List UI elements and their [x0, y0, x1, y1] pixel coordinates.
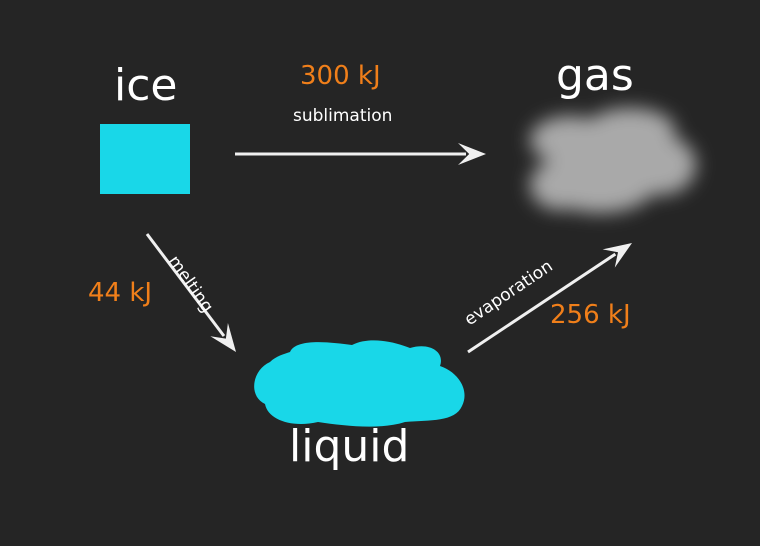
melting-energy: 44 kJ — [88, 278, 153, 308]
gas-cloud — [530, 108, 696, 213]
sublimation-label: sublimation — [293, 106, 393, 126]
ice-block — [100, 124, 190, 194]
melting-arrow — [145, 233, 236, 352]
ice-label: ice — [114, 60, 178, 111]
evaporation-arrow — [467, 243, 632, 354]
liquid-puddle — [254, 340, 465, 427]
liquid-label: liquid — [289, 421, 410, 472]
sublimation-energy: 300 kJ — [300, 61, 381, 91]
sublimation-arrow — [235, 143, 486, 165]
gas-label: gas — [556, 50, 634, 101]
evaporation-energy: 256 kJ — [550, 300, 631, 330]
